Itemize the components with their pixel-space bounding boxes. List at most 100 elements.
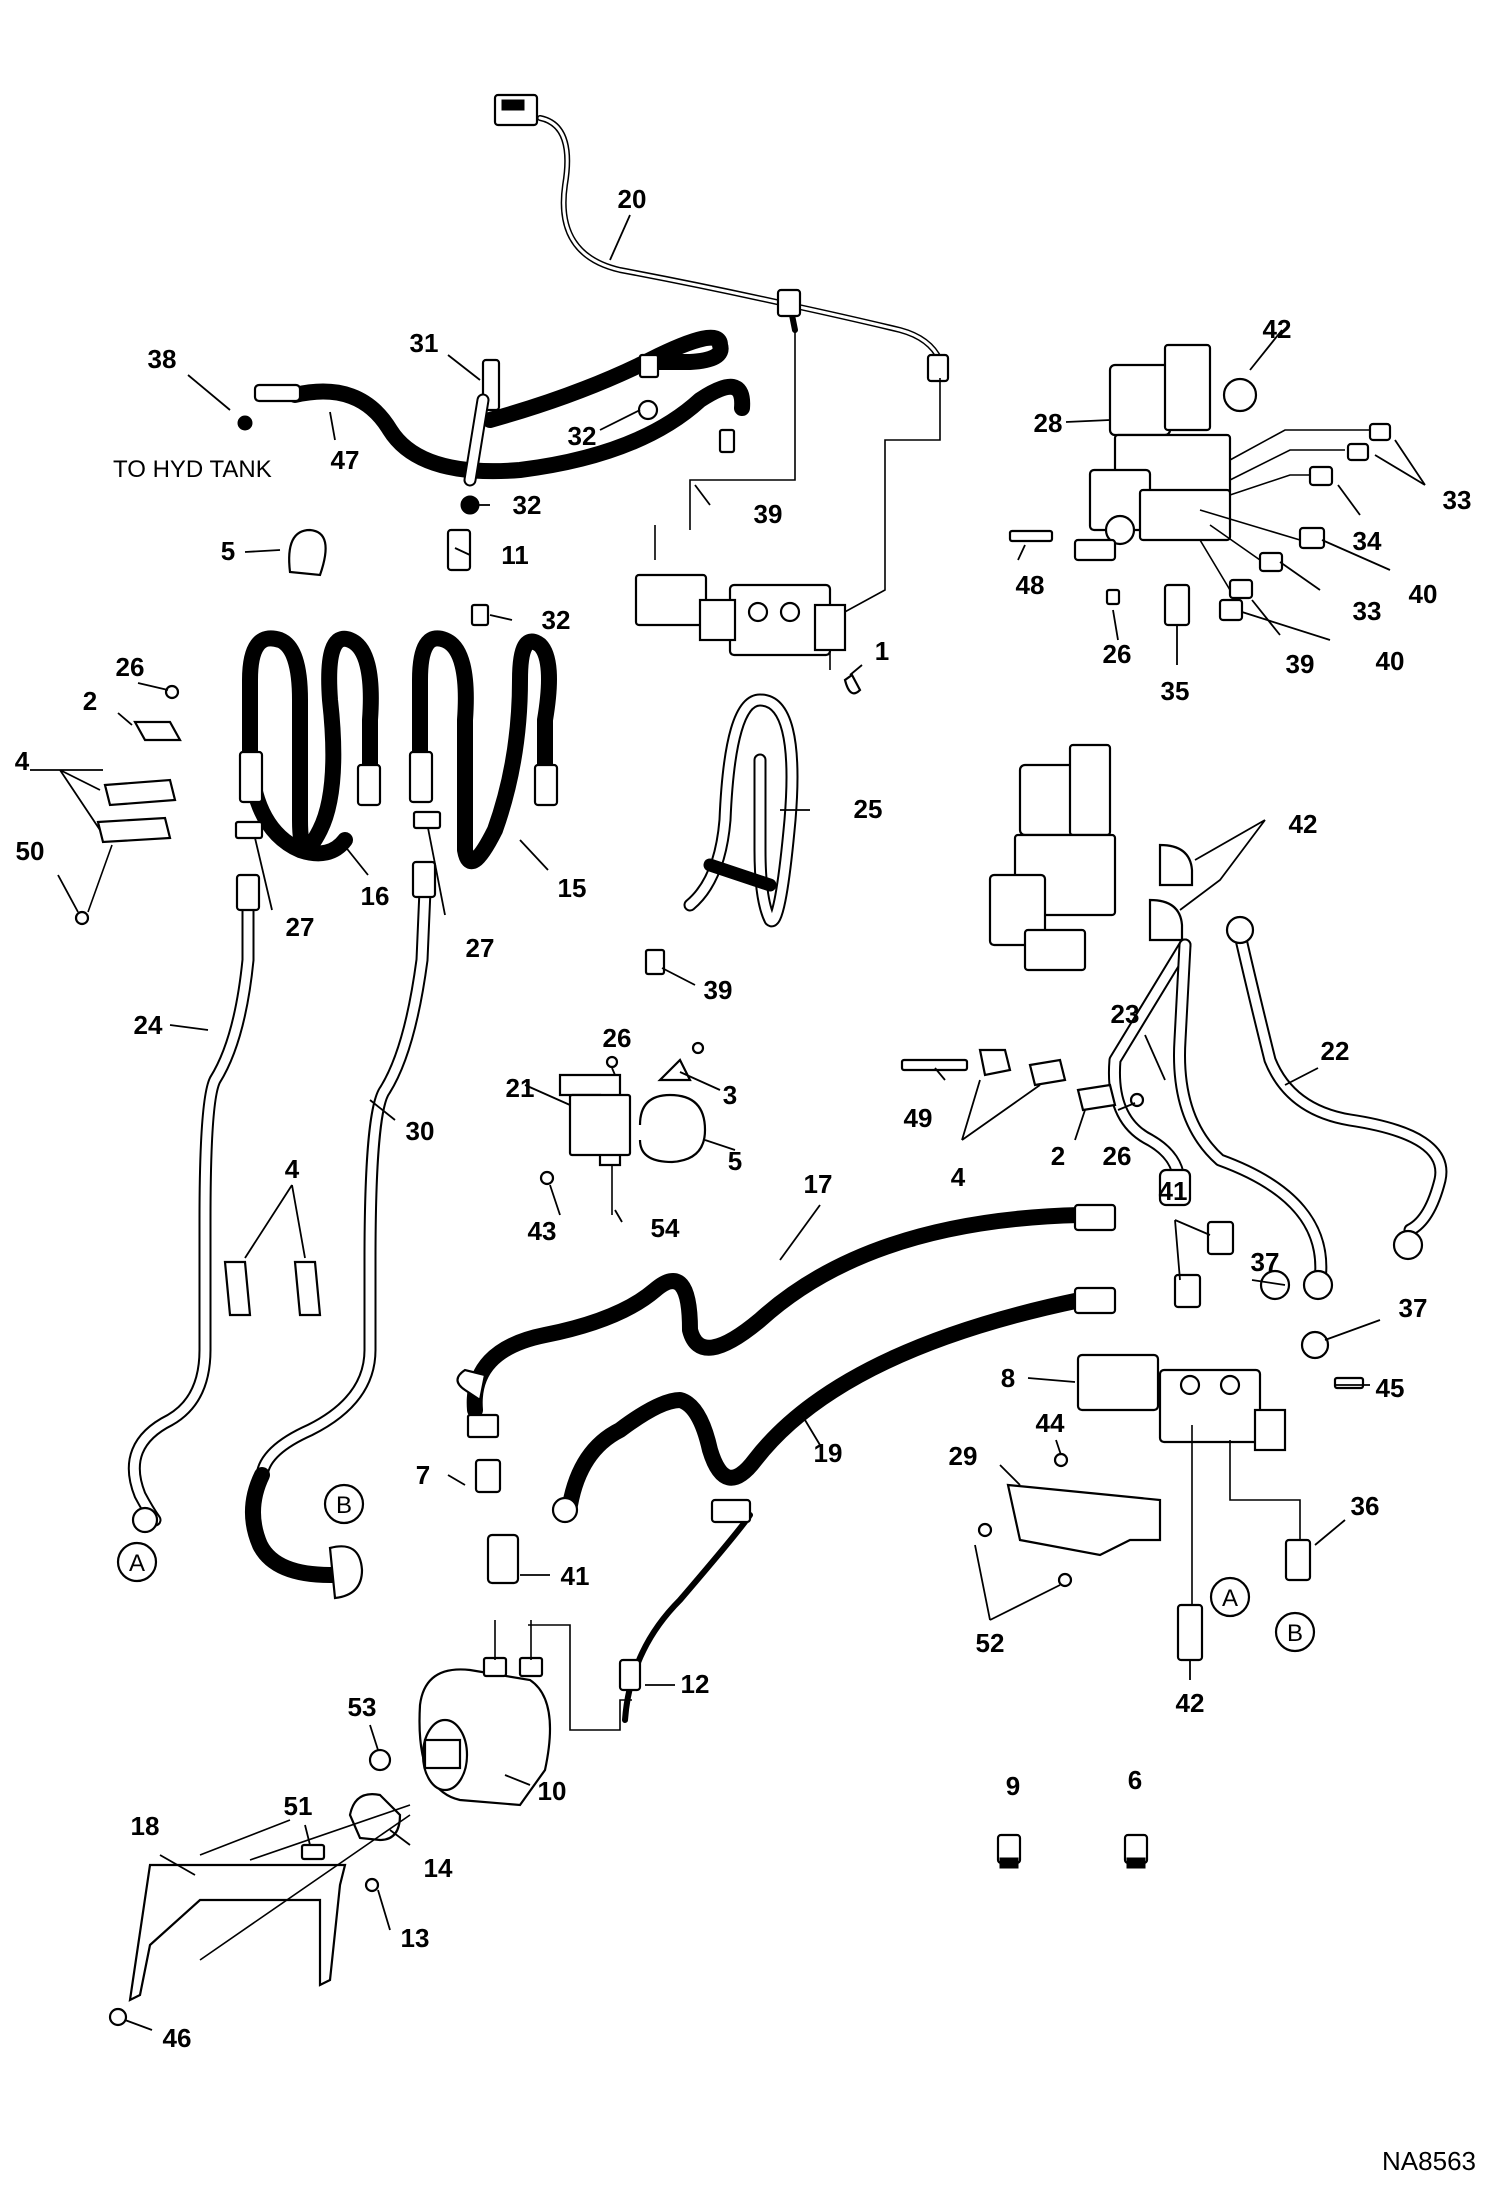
- callout-7: 7: [416, 1460, 430, 1490]
- callout-47: 47: [331, 445, 360, 475]
- tube-24: [127, 873, 261, 1534]
- callout-3: 3: [723, 1080, 737, 1110]
- nuts-27: [234, 810, 442, 840]
- callout-20: 20: [618, 184, 647, 214]
- shield-18: [108, 1843, 380, 2027]
- marker-b-right: B: [1287, 1620, 1303, 1647]
- callout-51: 51: [284, 1791, 313, 1821]
- callout-26-a: 26: [116, 652, 145, 682]
- callout-42-b: 42: [1289, 809, 1318, 839]
- fittings-36-42: [1176, 1425, 1312, 1662]
- callout-5-a: 5: [221, 536, 235, 566]
- callout-26-c: 26: [1103, 1141, 1132, 1171]
- connection-markers: A B A B: [116, 1483, 1316, 1653]
- hose-16-coil: [238, 630, 382, 862]
- callout-40-a: 40: [1409, 579, 1438, 609]
- callout-12: 12: [681, 1669, 710, 1699]
- callout-33-b: 33: [1353, 596, 1382, 626]
- clamp-assembly-right: [900, 1048, 1145, 1112]
- tube-30: [244, 860, 437, 1600]
- fittings-33-40: [1008, 422, 1392, 627]
- marker-a-right: A: [1222, 1585, 1238, 1612]
- tube-22: [1225, 915, 1448, 1261]
- callout-52: 52: [976, 1628, 1005, 1658]
- callout-2-b: 2: [1051, 1141, 1065, 1171]
- callout-1: 1: [875, 636, 889, 666]
- callout-31: 31: [410, 328, 439, 358]
- callout-40-b: 40: [1376, 646, 1405, 676]
- tube-23: [1107, 938, 1334, 1301]
- callout-21: 21: [506, 1073, 535, 1103]
- switch-9: [996, 1833, 1022, 1869]
- bracket-29: [977, 1452, 1162, 1588]
- callout-27-b: 27: [466, 933, 495, 963]
- callout-10: 10: [538, 1776, 567, 1806]
- callout-48: 48: [1016, 570, 1045, 600]
- callout-42-c: 42: [1176, 1688, 1205, 1718]
- callout-5-b: 5: [728, 1146, 742, 1176]
- callout-30: 30: [406, 1116, 435, 1146]
- to-hyd-tank-note: TO HYD TANK: [113, 456, 272, 483]
- switch-6: [1123, 1833, 1149, 1869]
- wiring-harness-20: [493, 93, 950, 670]
- control-valve-28: [1073, 343, 1258, 562]
- hose-17: [456, 1203, 1117, 1439]
- callout-43: 43: [528, 1216, 557, 1246]
- marker-a-left: A: [129, 1550, 145, 1577]
- document-id: NA8563: [1382, 2146, 1476, 2176]
- fitting-11: [446, 528, 490, 627]
- callout-53: 53: [348, 1692, 377, 1722]
- callout-23: 23: [1111, 999, 1140, 1029]
- callout-42-a: 42: [1263, 314, 1292, 344]
- clamp-5-top: [288, 528, 327, 577]
- callout-6: 6: [1128, 1765, 1142, 1795]
- callout-26-d: 26: [603, 1023, 632, 1053]
- hose-15-coil: [408, 630, 559, 870]
- callout-32-b: 32: [513, 490, 542, 520]
- callout-37-a: 37: [1251, 1247, 1280, 1277]
- sensor-12: [618, 1498, 753, 1723]
- callout-44: 44: [1036, 1408, 1065, 1438]
- callout-46: 46: [163, 2023, 192, 2053]
- callout-4-a: 4: [15, 746, 30, 776]
- callout-39-c: 39: [1286, 649, 1315, 679]
- leader-lines: [30, 214, 1426, 2031]
- clamp-4-middle: [223, 1260, 322, 1317]
- clamp-assembly-left: [74, 684, 182, 926]
- callout-34: 34: [1353, 526, 1382, 556]
- callout-14: 14: [424, 1853, 453, 1883]
- callout-39-a: 39: [754, 499, 783, 529]
- callout-19: 19: [814, 1438, 843, 1468]
- callout-29: 29: [949, 1441, 978, 1471]
- callout-33-a: 33: [1443, 485, 1472, 515]
- callout-15: 15: [558, 873, 587, 903]
- callout-18: 18: [131, 1811, 160, 1841]
- hose-25: [644, 673, 862, 976]
- callout-4-b: 4: [285, 1154, 300, 1184]
- callout-2-a: 2: [83, 686, 97, 716]
- valve-8: [1076, 1269, 1365, 1452]
- hose-31: [460, 329, 736, 515]
- callout-26-b: 26: [1103, 639, 1132, 669]
- callout-32-c: 32: [542, 605, 571, 635]
- callout-13: 13: [401, 1923, 430, 1953]
- callout-39-b: 39: [704, 975, 733, 1005]
- callout-17: 17: [804, 1169, 833, 1199]
- callout-27-a: 27: [286, 912, 315, 942]
- callout-11: 11: [501, 540, 529, 570]
- callout-49: 49: [904, 1103, 933, 1133]
- callout-16: 16: [361, 881, 390, 911]
- callout-41-a: 41: [1159, 1176, 1188, 1206]
- callout-labels: 20 31 38 47 32 32 32 39 11 5 26 2 4 50 2…: [15, 184, 1472, 2053]
- callout-37-b: 37: [1399, 1293, 1428, 1323]
- hose-47: [237, 378, 751, 480]
- motor-10: [418, 1620, 632, 1807]
- callout-8: 8: [1001, 1363, 1015, 1393]
- elbows-41: [474, 1220, 1235, 1585]
- callout-50: 50: [16, 836, 45, 866]
- callout-32-a: 32: [568, 421, 597, 451]
- callout-36: 36: [1351, 1491, 1380, 1521]
- callout-28: 28: [1034, 408, 1063, 438]
- diverter-valve-top: [634, 573, 847, 657]
